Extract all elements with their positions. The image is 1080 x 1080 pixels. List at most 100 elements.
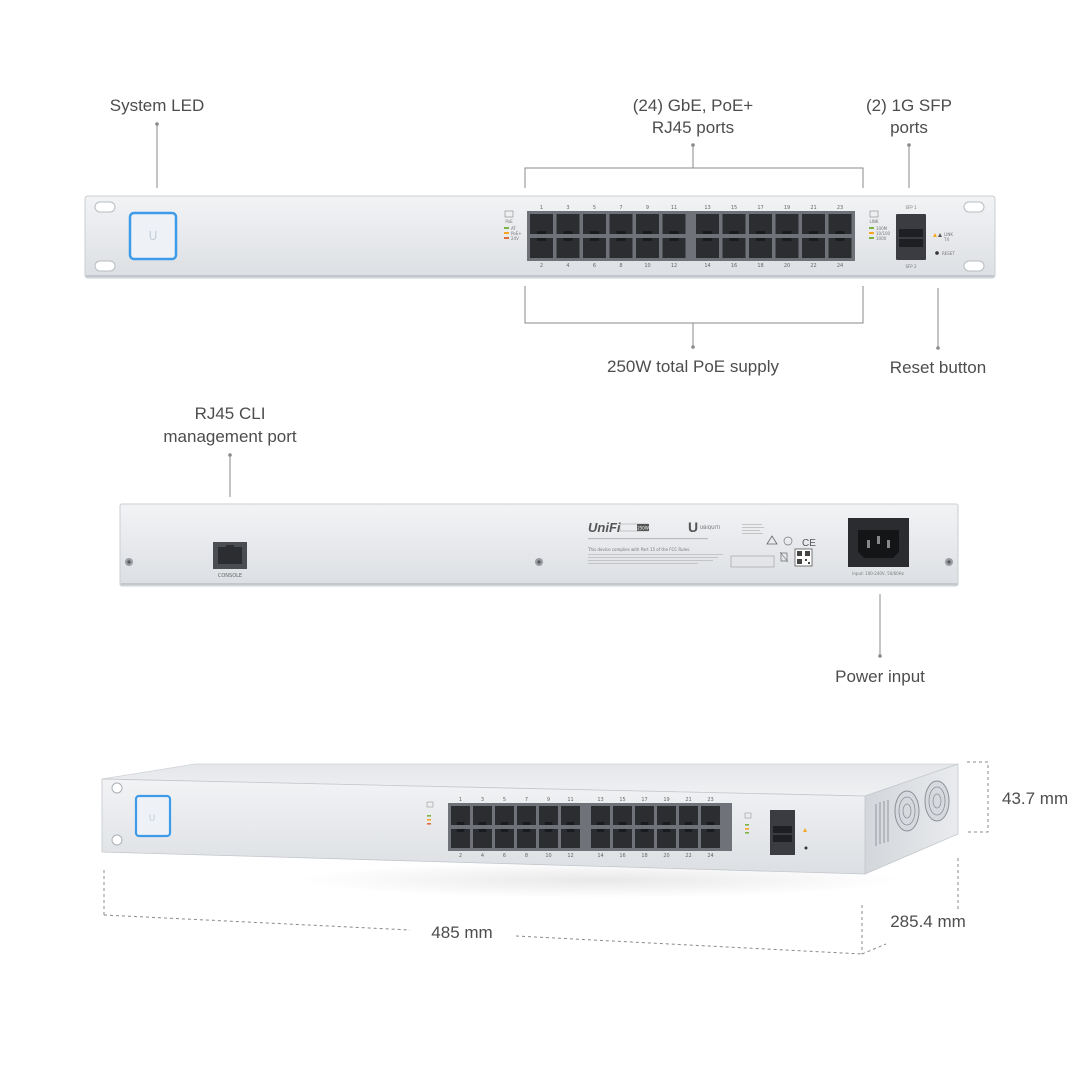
port-clip-notch (566, 829, 575, 832)
port-clip-notch (835, 238, 845, 241)
port-number-label: 13 (597, 797, 603, 803)
port-number-label: 23 (837, 205, 843, 211)
rj45-port-5[interactable] (583, 214, 606, 234)
rj45-port-5[interactable] (495, 806, 514, 825)
rj45-port-18[interactable] (749, 238, 772, 258)
port-clip-notch (642, 231, 653, 234)
rj45-port-6[interactable] (583, 238, 606, 258)
rj45-port-22[interactable] (679, 829, 698, 848)
rj45-port-15[interactable] (613, 806, 632, 825)
port-clip-notch (755, 238, 766, 241)
sfp-link-arrow-icon (803, 828, 807, 832)
poe-icon-label: PoE (505, 219, 513, 224)
poe-led-legend: PoE AT PoE+ 24V (504, 210, 522, 241)
qr-code-icon (794, 548, 813, 567)
legend-text: 24V (511, 236, 519, 241)
port-number-label: 20 (784, 263, 790, 269)
rj45-port-8[interactable] (609, 238, 633, 258)
rj45-port-11[interactable] (662, 214, 686, 234)
sfp-port-2[interactable] (899, 239, 923, 247)
rj45-port-23[interactable] (828, 214, 852, 234)
rj45-port-2[interactable] (451, 829, 470, 848)
legend-swatch (504, 227, 509, 229)
port-clip-notch (684, 822, 693, 825)
legend-text: 1000 (876, 236, 887, 241)
port-number-label: 18 (641, 853, 647, 859)
reset-button[interactable] (804, 846, 808, 850)
port-number-label: 5 (503, 797, 506, 803)
rj45-port-13[interactable] (696, 214, 719, 234)
rj45-port-12[interactable] (662, 238, 686, 258)
rj45-port-19[interactable] (775, 214, 799, 234)
rj45-port-1[interactable] (451, 806, 470, 825)
rj45-port-24[interactable] (701, 829, 720, 848)
rj45-port-20[interactable] (775, 238, 799, 258)
rj45-port-7[interactable] (517, 806, 536, 825)
rj45-ports-label-line1: (24) GbE, PoE+ (633, 96, 754, 115)
rj45-port-9[interactable] (539, 806, 558, 825)
port-number-label: 1 (459, 797, 462, 803)
port-number-label: 11 (567, 797, 573, 803)
rj45-port-16[interactable] (722, 238, 746, 258)
sfp-port-block (770, 810, 808, 855)
ce-mark: CE (802, 538, 816, 549)
rj45-port-18[interactable] (635, 829, 654, 848)
rj45-port-2[interactable] (530, 238, 553, 258)
rj45-port-12[interactable] (561, 829, 580, 848)
rj45-ports-label-line2: RJ45 ports (652, 118, 734, 137)
rj45-port-20[interactable] (657, 829, 676, 848)
reset-button[interactable] (935, 251, 939, 255)
console-port-tab (226, 545, 234, 548)
sfp-port-1[interactable] (773, 826, 792, 833)
rj45-port-3[interactable] (473, 806, 492, 825)
sfp-port-1[interactable] (899, 229, 923, 237)
sfp-label-line2: ports (890, 118, 928, 137)
rj45-port-11[interactable] (561, 806, 580, 825)
rj45-port-4[interactable] (556, 238, 580, 258)
link-speed-legend (744, 812, 752, 834)
rj45-port-24[interactable] (828, 238, 852, 258)
port-clip-notch (702, 238, 713, 241)
port-number-label: 13 (704, 205, 710, 211)
port-clip-notch (782, 238, 792, 241)
rj45-port-4[interactable] (473, 829, 492, 848)
port-clip-notch (500, 829, 509, 832)
rj45-port-9[interactable] (636, 214, 659, 234)
screw-icon (535, 558, 543, 566)
power-pin (887, 540, 890, 548)
screw-icon (125, 558, 133, 566)
rj45-port-21[interactable] (679, 806, 698, 825)
legend-swatch (869, 237, 874, 239)
port-clip-notch (642, 238, 653, 241)
rj45-port-14[interactable] (591, 829, 610, 848)
rj45-port-7[interactable] (609, 214, 633, 234)
rj45-port-19[interactable] (657, 806, 676, 825)
rj45-port-10[interactable] (636, 238, 659, 258)
console-port-socket (218, 547, 242, 564)
serial-sticker (730, 555, 775, 568)
leader-dot (878, 654, 882, 658)
rj45-port-23[interactable] (701, 806, 720, 825)
height-dimension-line (967, 761, 989, 833)
rj45-port-17[interactable] (749, 214, 772, 234)
sfp-port-2[interactable] (773, 835, 792, 842)
rj45-port-17[interactable] (635, 806, 654, 825)
sfp-label-line1: (2) 1G SFP (866, 96, 952, 115)
rj45-port-22[interactable] (802, 238, 825, 258)
ubiquiti-logo-icon: U (149, 229, 158, 243)
rj45-port-6[interactable] (495, 829, 514, 848)
poe-led-legend (426, 801, 434, 825)
poe-icon (504, 210, 514, 218)
rj45-port-21[interactable] (802, 214, 825, 234)
ubiquiti-logo-icon: U (149, 814, 156, 824)
rj45-port-15[interactable] (722, 214, 746, 234)
rj45-port-1[interactable] (530, 214, 553, 234)
cli-port-label-line2: management port (163, 427, 297, 446)
rj45-port-10[interactable] (539, 829, 558, 848)
rj45-port-13[interactable] (591, 806, 610, 825)
rj45-port-8[interactable] (517, 829, 536, 848)
rj45-port-16[interactable] (613, 829, 632, 848)
rj45-port-3[interactable] (556, 214, 580, 234)
rj45-port-14[interactable] (696, 238, 719, 258)
port-clip-notch (589, 238, 600, 241)
